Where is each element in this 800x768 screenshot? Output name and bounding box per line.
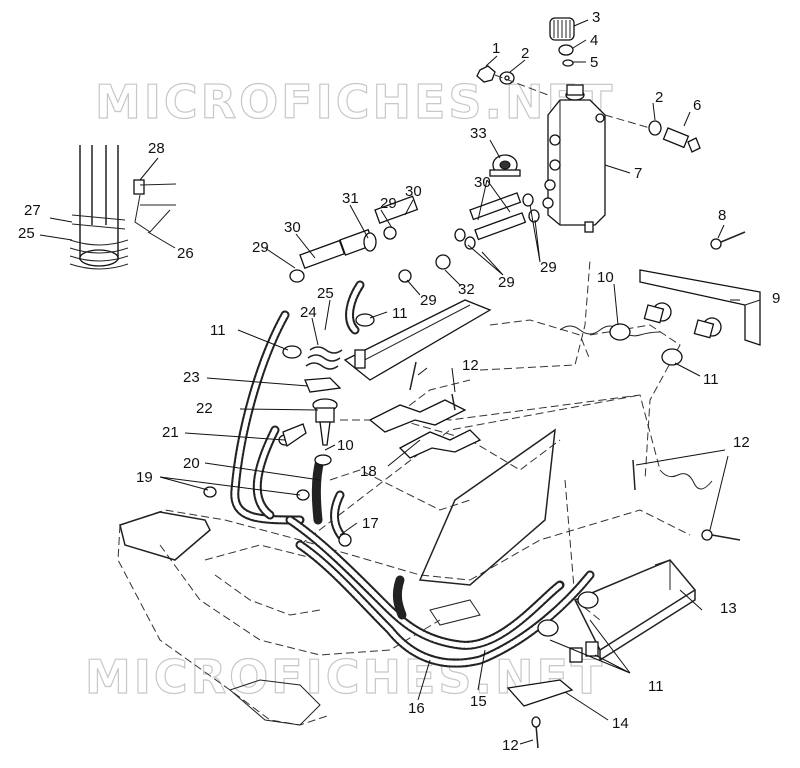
mount-bolt <box>604 114 701 153</box>
callout-29: 29 <box>380 195 397 212</box>
callout-13: 13 <box>720 600 737 617</box>
fittings-and-lines <box>289 192 540 283</box>
callout-12: 12 <box>462 357 479 374</box>
callout-2: 2 <box>521 45 529 62</box>
callout-17: 17 <box>362 515 379 532</box>
screws <box>409 231 746 749</box>
callout-30: 30 <box>284 219 301 236</box>
callout-11: 11 <box>392 305 408 322</box>
callout-30: 30 <box>474 174 491 191</box>
callout-31: 31 <box>342 190 359 207</box>
callout-29: 29 <box>498 274 515 291</box>
heat-shield <box>343 299 492 459</box>
callout-32: 32 <box>458 281 475 298</box>
callout-28: 28 <box>148 140 165 157</box>
primer-assembly <box>203 346 352 547</box>
callout-11: 11 <box>210 322 226 339</box>
hose-clamps <box>282 313 683 637</box>
callout-1: 1 <box>492 40 500 57</box>
callout-5: 5 <box>590 54 598 71</box>
callout-12: 12 <box>502 737 519 754</box>
callout-29: 29 <box>420 292 437 309</box>
callout-8: 8 <box>718 207 726 224</box>
callout-22: 22 <box>196 400 213 417</box>
callout-16: 16 <box>408 700 425 717</box>
leader-lines <box>39 19 740 745</box>
callout-29: 29 <box>540 259 557 276</box>
callout-19: 19 <box>136 469 153 486</box>
callout-25: 25 <box>317 285 334 302</box>
callout-14: 14 <box>612 715 629 732</box>
fuel-hoses <box>230 280 595 668</box>
callout-26: 26 <box>177 245 194 262</box>
plate-13-grommets <box>569 641 599 663</box>
fuel-filter <box>489 154 521 177</box>
callout-6: 6 <box>693 97 701 114</box>
callout-30: 30 <box>405 183 422 200</box>
callout-10: 10 <box>337 437 354 454</box>
reservoir-cap <box>549 17 575 67</box>
mounting-bracket <box>639 269 761 346</box>
callout-11: 11 <box>648 678 664 695</box>
callout-20: 20 <box>183 455 200 472</box>
callout-3: 3 <box>592 9 600 26</box>
callout-18: 18 <box>360 463 377 480</box>
callout-4: 4 <box>590 32 598 49</box>
callout-labels: 1 2 2 3 4 5 6 7 8 9 10 10 11 11 11 11 12… <box>18 9 780 754</box>
callout-21: 21 <box>162 424 179 441</box>
plate-14 <box>506 679 574 707</box>
callout-10: 10 <box>597 269 614 286</box>
callout-7: 7 <box>634 165 642 182</box>
callout-15: 15 <box>470 693 487 710</box>
callout-23: 23 <box>183 369 200 386</box>
callout-2: 2 <box>655 89 663 106</box>
callout-27: 27 <box>24 202 41 219</box>
nut-and-washer <box>476 65 549 96</box>
callout-29: 29 <box>252 239 269 256</box>
callout-24: 24 <box>300 304 317 321</box>
callout-11: 11 <box>703 371 719 388</box>
callout-12: 12 <box>733 434 750 451</box>
inset-detail <box>69 145 177 270</box>
oil-reservoir <box>542 84 606 233</box>
callout-25: 25 <box>18 225 35 242</box>
callout-33: 33 <box>470 125 487 142</box>
watermark-top: MICROFICHES.NET <box>95 75 615 129</box>
callout-9: 9 <box>772 290 780 307</box>
